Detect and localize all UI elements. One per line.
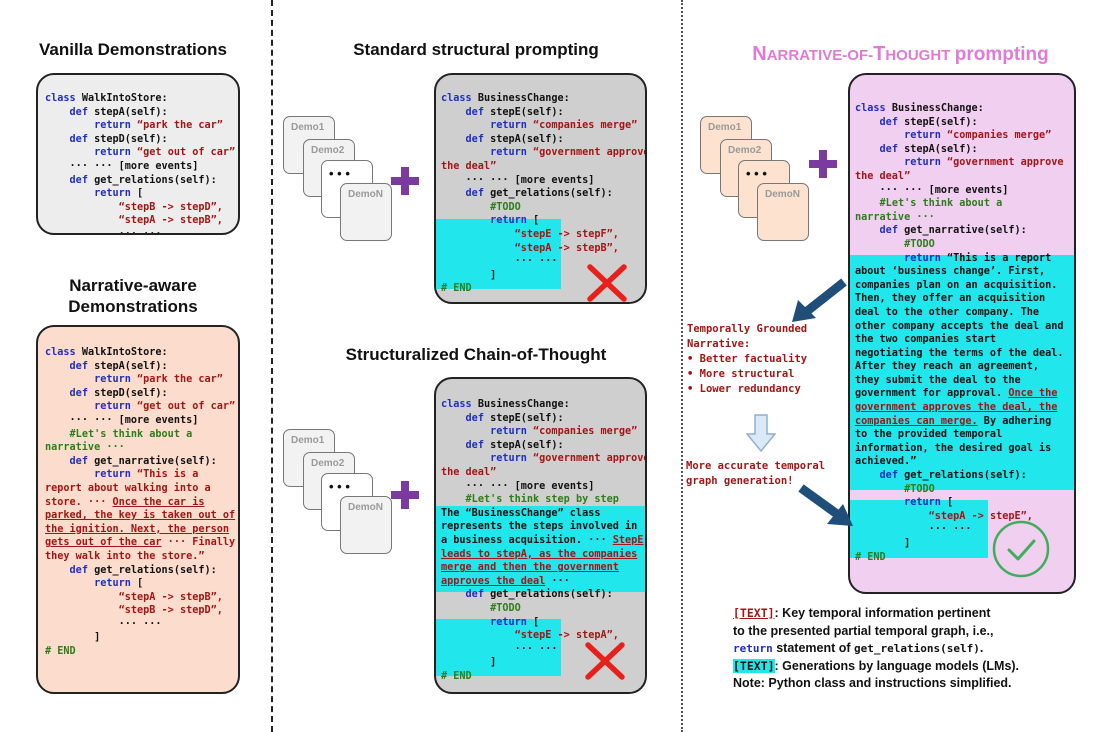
legend: [TEXT]: Key temporal information pertine…	[733, 605, 1113, 693]
highlight-llm-narrative	[850, 255, 1074, 490]
vanilla-code: class WalkIntoStore: def stepA(self): re…	[45, 93, 236, 235]
not-code: class BusinessChange: def stepE(self): r…	[855, 103, 1064, 563]
not-code-box: class BusinessChange: def stepE(self): r…	[848, 73, 1076, 594]
highlight-llm-generation	[850, 500, 988, 558]
narrative-aware-code-box: class WalkIntoStore: def stepA(self): re…	[36, 325, 240, 694]
title-sct: Structuralized Chain-of-Thought	[345, 345, 607, 364]
legend-line-5: Note: Python class and instructions simp…	[733, 676, 1012, 690]
title-not: NARRATIVE-OF-THOUGHT prompting	[752, 43, 1049, 65]
sct-code-box: class BusinessChange: def stepE(self): r…	[434, 377, 647, 694]
demo-card-n: DemoN	[757, 183, 809, 241]
demo-card-n: DemoN	[340, 496, 392, 554]
plus-icon	[391, 481, 419, 509]
highlight-llm-generation	[436, 619, 561, 676]
plus-icon	[809, 150, 837, 178]
divider-left	[271, 0, 273, 732]
title-narrative-aware-1: Narrative-aware	[69, 276, 197, 295]
standard-code-box: class BusinessChange: def stepE(self): r…	[434, 73, 647, 304]
vanilla-code-box: class WalkIntoStore: def stepA(self): re…	[36, 73, 240, 235]
highlight-llm-reasoning	[436, 506, 645, 592]
legend-line-2: to the presented partial temporal graph,…	[733, 623, 994, 638]
check-icon	[992, 520, 1050, 578]
result-text: More accurate temporal graph generation!	[686, 460, 826, 487]
legend-line-1: [TEXT]: Key temporal information pertine…	[733, 606, 991, 620]
arrow-down-left-icon	[792, 278, 847, 322]
title-narrative-aware-2: Demonstrations	[68, 297, 198, 316]
demo-card-n: DemoN	[340, 183, 392, 241]
plus-icon	[391, 167, 419, 195]
sct-code: class BusinessChange: def stepE(self): r…	[441, 399, 647, 682]
standard-code: class BusinessChange: def stepE(self): r…	[441, 93, 647, 295]
legend-line-4: [TEXT]: Generations by language models (…	[733, 658, 1020, 673]
title-vanilla: Vanilla Demonstrations	[39, 40, 227, 59]
arrow-down-hollow-icon	[746, 414, 776, 452]
cross-icon	[587, 264, 627, 302]
highlight-llm-generation	[436, 219, 561, 289]
title-standard: Standard structural prompting	[353, 40, 599, 59]
legend-line-3: return statement of get_relations(self).	[733, 641, 984, 655]
narrative-aware-code: class WalkIntoStore: def stepA(self): re…	[45, 347, 236, 658]
cross-icon	[585, 642, 625, 680]
benefits-text: Temporally Grounded Narrative: • Better …	[687, 323, 808, 395]
arrow-down-right-icon	[798, 484, 853, 526]
divider-right	[681, 0, 683, 732]
